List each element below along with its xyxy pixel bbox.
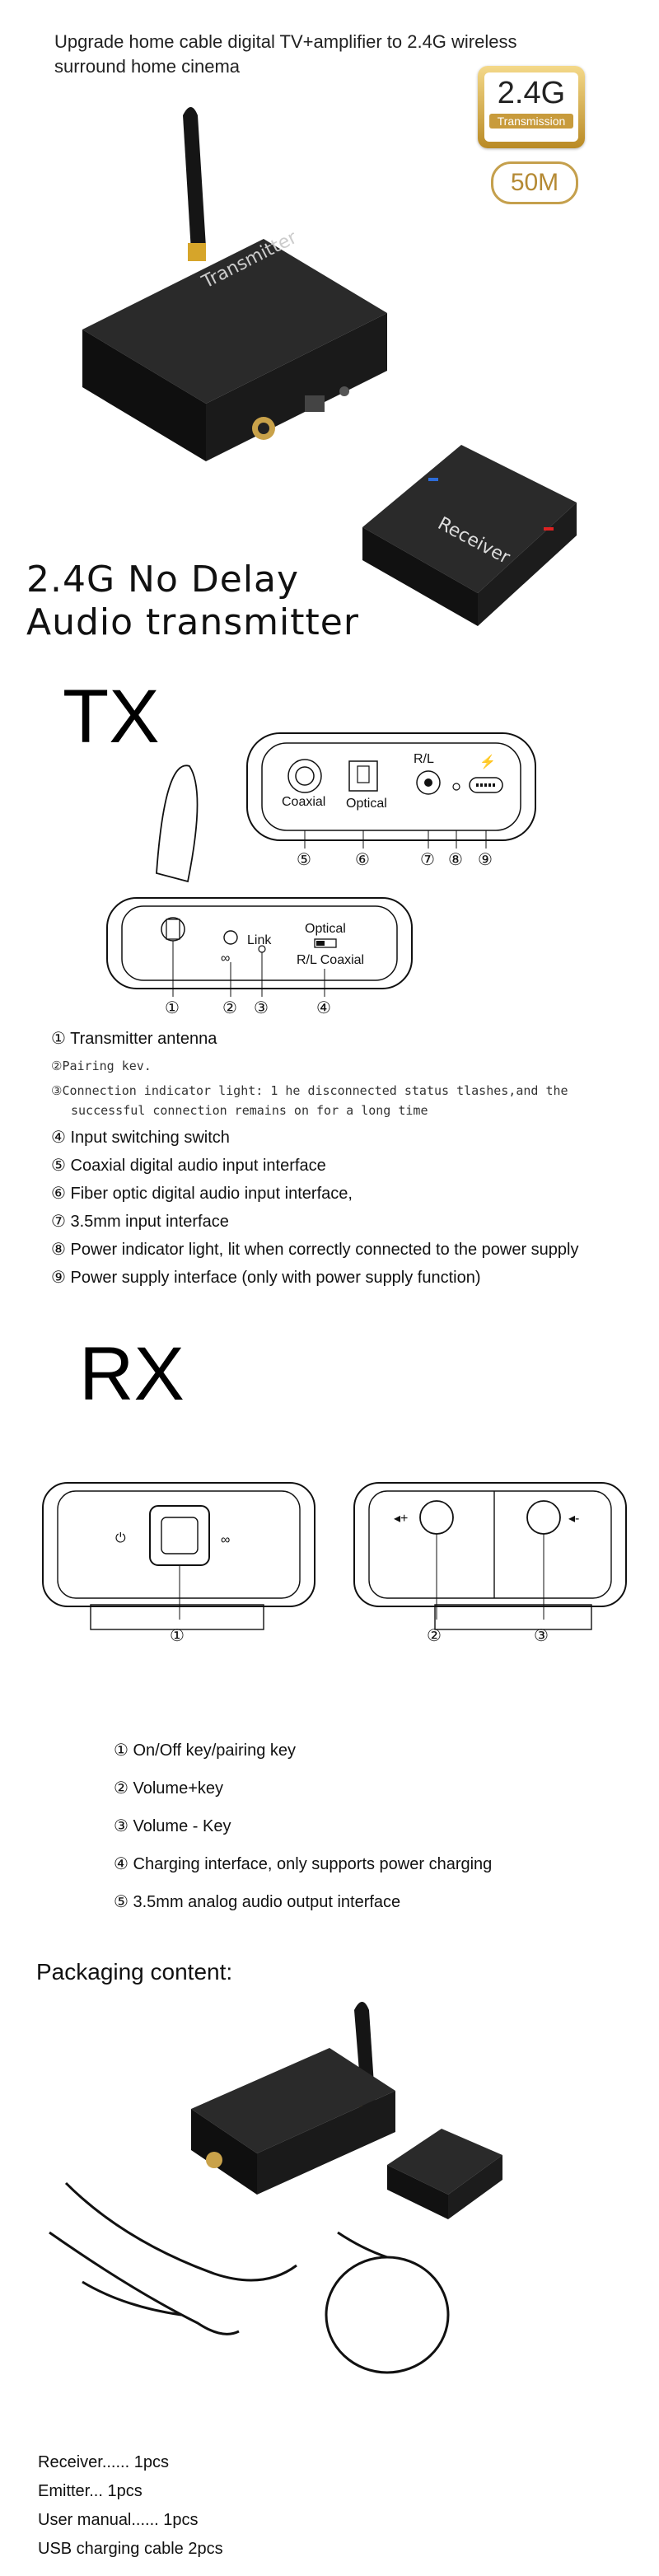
tx-feature-list: ① Transmitter antenna ②Pairing kev. ③Con… bbox=[51, 1028, 644, 1295]
list-item: ② Volume+key bbox=[114, 1779, 224, 1798]
marker-2: ② bbox=[222, 998, 237, 1017]
packaging-illustration bbox=[49, 2002, 502, 2374]
tx-front-panel-diagram: ∞ Link Optical R/L Coaxial ① ② ③ ④ bbox=[106, 764, 413, 1017]
list-item: ⑤ Coaxial digital audio input interface bbox=[51, 1157, 326, 1175]
list-item: ⑧ Power indicator light, lit when correc… bbox=[51, 1241, 579, 1259]
packaging-list: Receiver...... 1pcs Emitter... 1pcs User… bbox=[38, 2451, 223, 2566]
list-item: ④ Input switching switch bbox=[51, 1129, 230, 1147]
list-item: ⑤ 3.5mm analog audio output interface bbox=[114, 1893, 401, 1911]
optical-cable bbox=[325, 2231, 450, 2374]
tx-back-panel-diagram: Coaxial Optical R/L ⚡ ⑤ ⑥ ⑦ ⑧ ⑨ bbox=[246, 732, 536, 869]
badge-main: 2.4G bbox=[497, 76, 566, 110]
list-item: USB charging cable 2pcs bbox=[38, 2540, 223, 2558]
rl-coaxial-label: R/L Coaxial bbox=[297, 953, 364, 967]
rx-marker-3: ③ bbox=[534, 1625, 549, 1645]
list-item: ① On/Off key/pairing key bbox=[114, 1741, 296, 1760]
list-item: User manual...... 1pcs bbox=[38, 2511, 199, 2529]
marker-5: ⑤ bbox=[297, 849, 311, 869]
marker-3: ③ bbox=[254, 998, 269, 1017]
list-item: ③Connection indicator light: 1 he discon… bbox=[51, 1083, 568, 1118]
optical-label: Optical bbox=[346, 797, 387, 811]
range-pill: 50M bbox=[491, 161, 578, 204]
hero-devices-illustration: Transmitter Receiver bbox=[82, 107, 577, 626]
power-icon: ⏻ bbox=[115, 1531, 126, 1545]
hero-title: Upgrade home cable digital TV+amplifier … bbox=[54, 31, 517, 77]
badge-sub: Transmission bbox=[489, 114, 573, 129]
list-item: ⑨ Power supply interface (only with powe… bbox=[51, 1269, 481, 1287]
pkg-transmitter bbox=[191, 2002, 395, 2195]
optical-switch-label: Optical bbox=[305, 922, 346, 936]
rx-marker-2: ② bbox=[427, 1625, 442, 1645]
list-item: ②Pairing kev. bbox=[51, 1059, 152, 1073]
marker-1: ① bbox=[165, 998, 180, 1017]
marker-9: ⑨ bbox=[478, 849, 493, 869]
volume-up-icon: ◂+ bbox=[394, 1512, 408, 1526]
list-item: ⑦ 3.5mm input interface bbox=[51, 1213, 229, 1231]
antenna-icon bbox=[183, 107, 206, 261]
rx-marker-1: ① bbox=[170, 1625, 185, 1645]
coaxial-label: Coaxial bbox=[282, 795, 325, 809]
list-item: ⑥ Fiber optic digital audio input interf… bbox=[51, 1185, 353, 1203]
rx-feature-list: ① On/Off key/pairing key ② Volume+key ③ … bbox=[114, 1740, 641, 1929]
usb-cables bbox=[49, 2181, 297, 2335]
receiver-device: Receiver bbox=[362, 445, 577, 626]
rx-title: RX bbox=[79, 1332, 185, 1416]
list-item: ④ Charging interface, only supports powe… bbox=[114, 1855, 493, 1873]
marker-6: ⑥ bbox=[355, 849, 370, 869]
power-bolt-icon: ⚡ bbox=[479, 754, 496, 769]
marker-7: ⑦ bbox=[420, 849, 435, 869]
transmitter-device: Transmitter bbox=[82, 227, 387, 461]
tx-title: TX bbox=[63, 675, 160, 759]
list-item: ③ Volume - Key bbox=[114, 1817, 231, 1835]
volume-down-icon: ◂- bbox=[568, 1512, 579, 1526]
rl-label: R/L bbox=[414, 752, 434, 766]
list-item: ① Transmitter antenna bbox=[51, 1030, 217, 1048]
rx-panel-diagram: ⏻ ∞ ① ◂+ ◂- ② ③ bbox=[42, 1482, 627, 1645]
list-item: Emitter... 1pcs bbox=[38, 2482, 143, 2500]
headline: 2.4G No Delay Audio transmitter bbox=[26, 559, 359, 644]
pkg-receiver bbox=[387, 2129, 502, 2219]
marker-4: ④ bbox=[316, 998, 331, 1017]
headline-line2: Audio transmitter bbox=[26, 601, 359, 643]
headline-line1: 2.4G No Delay bbox=[26, 559, 300, 601]
list-item: Receiver...... 1pcs bbox=[38, 2453, 169, 2471]
pairing-icon: ∞ bbox=[221, 1533, 230, 1547]
link-label: Link bbox=[247, 933, 272, 947]
link-symbol-icon: ∞ bbox=[221, 951, 230, 965]
transmission-badge: 2.4G Transmission bbox=[478, 66, 585, 148]
packaging-title: Packaging content: bbox=[36, 1959, 233, 1985]
marker-8: ⑧ bbox=[448, 849, 463, 869]
